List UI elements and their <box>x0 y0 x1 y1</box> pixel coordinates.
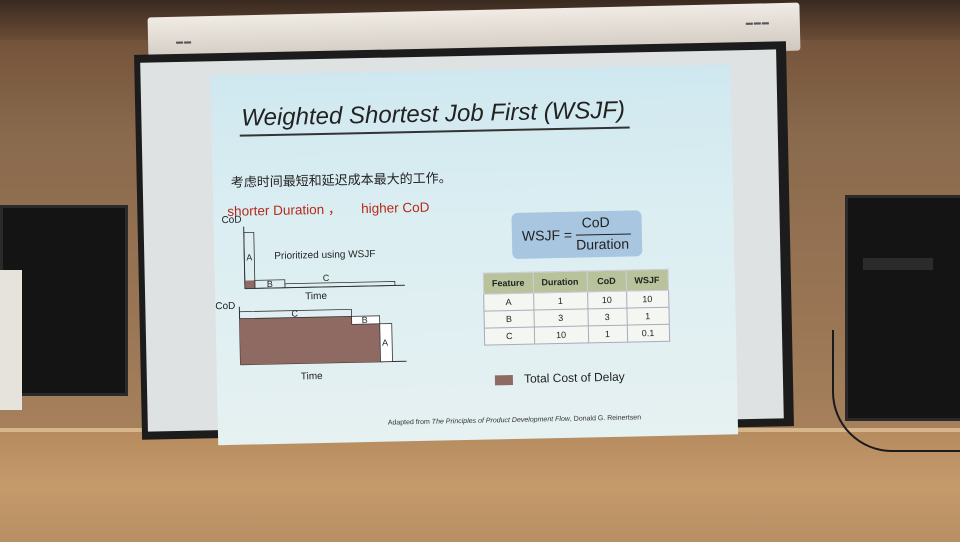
credit-prefix: Adapted from <box>387 418 432 427</box>
cost-of-delay-diagrams: CoD A B C Prioritized using WSJF Time Co… <box>215 215 407 382</box>
bottom-label-b: B <box>362 315 368 325</box>
table-cell: B <box>483 310 534 329</box>
bottom-label-c: C <box>291 308 298 318</box>
table-cell: 3 <box>533 308 588 328</box>
legend-label: Total Cost of Delay <box>523 369 625 386</box>
table-cell: A <box>483 293 534 312</box>
wsjf-formula: WSJF = CoD Duration <box>511 210 643 259</box>
power-cable <box>832 330 960 452</box>
bottom-block-b <box>351 315 381 325</box>
table-cell: C <box>484 327 535 346</box>
bottom-label-a: A <box>382 338 388 348</box>
housing-logo-right: ▬▬▬ <box>745 19 770 27</box>
bottom-delay-area <box>239 316 393 365</box>
table-cell: 10 <box>587 291 627 309</box>
formula-denominator: Duration <box>575 235 630 253</box>
table-cell: 0.1 <box>626 324 670 343</box>
flipchart <box>0 270 22 410</box>
table-header: Feature <box>483 272 534 295</box>
legend-swatch <box>494 374 514 386</box>
legend: Total Cost of Delay <box>494 369 625 387</box>
table-cell: 1 <box>533 291 588 311</box>
table-cell: 3 <box>587 308 627 326</box>
formula-numerator: CoD <box>581 213 610 231</box>
top-diagram-ylabel: CoD <box>221 215 241 226</box>
projection-screen: Weighted Shortest Job First (WSJF) 考虑时间最… <box>134 41 794 446</box>
table-header: Duration <box>532 270 588 294</box>
top-block-a <box>243 231 256 290</box>
table-cell: 1 <box>626 307 669 326</box>
bottom-block-c <box>239 308 352 320</box>
table-cell: 10 <box>533 325 589 345</box>
top-label-a: A <box>246 252 252 262</box>
bottom-block-a <box>379 323 393 363</box>
top-block-c <box>284 281 396 289</box>
top-annotation: Prioritized using WSJF <box>274 249 375 262</box>
housing-logo-left: ▬▬ <box>176 38 193 46</box>
wsjf-table: Feature Duration CoD WSJF A 1 10 10 B 3 … <box>483 269 670 346</box>
top-label-b: B <box>267 279 273 289</box>
bottom-diagram-ylabel: CoD <box>215 301 235 312</box>
wood-wall-panel <box>0 428 960 542</box>
bottom-diagram-xlabel: Time <box>301 371 324 382</box>
presentation-slide: Weighted Shortest Job First (WSJF) 考虑时间最… <box>210 64 739 446</box>
table-header: CoD <box>586 270 627 292</box>
table-row: C 10 1 0.1 <box>484 324 670 346</box>
top-diagram-xlabel: Time <box>305 291 328 302</box>
credit-suffix: , Donald G. Reinertsen <box>569 414 642 423</box>
table-cell: 10 <box>626 290 669 309</box>
table-header: WSJF <box>625 269 669 292</box>
top-delay-area <box>244 280 255 289</box>
table-cell: 1 <box>587 325 628 343</box>
formula-lhs: WSJF = <box>521 226 573 244</box>
top-label-c: C <box>323 273 330 283</box>
